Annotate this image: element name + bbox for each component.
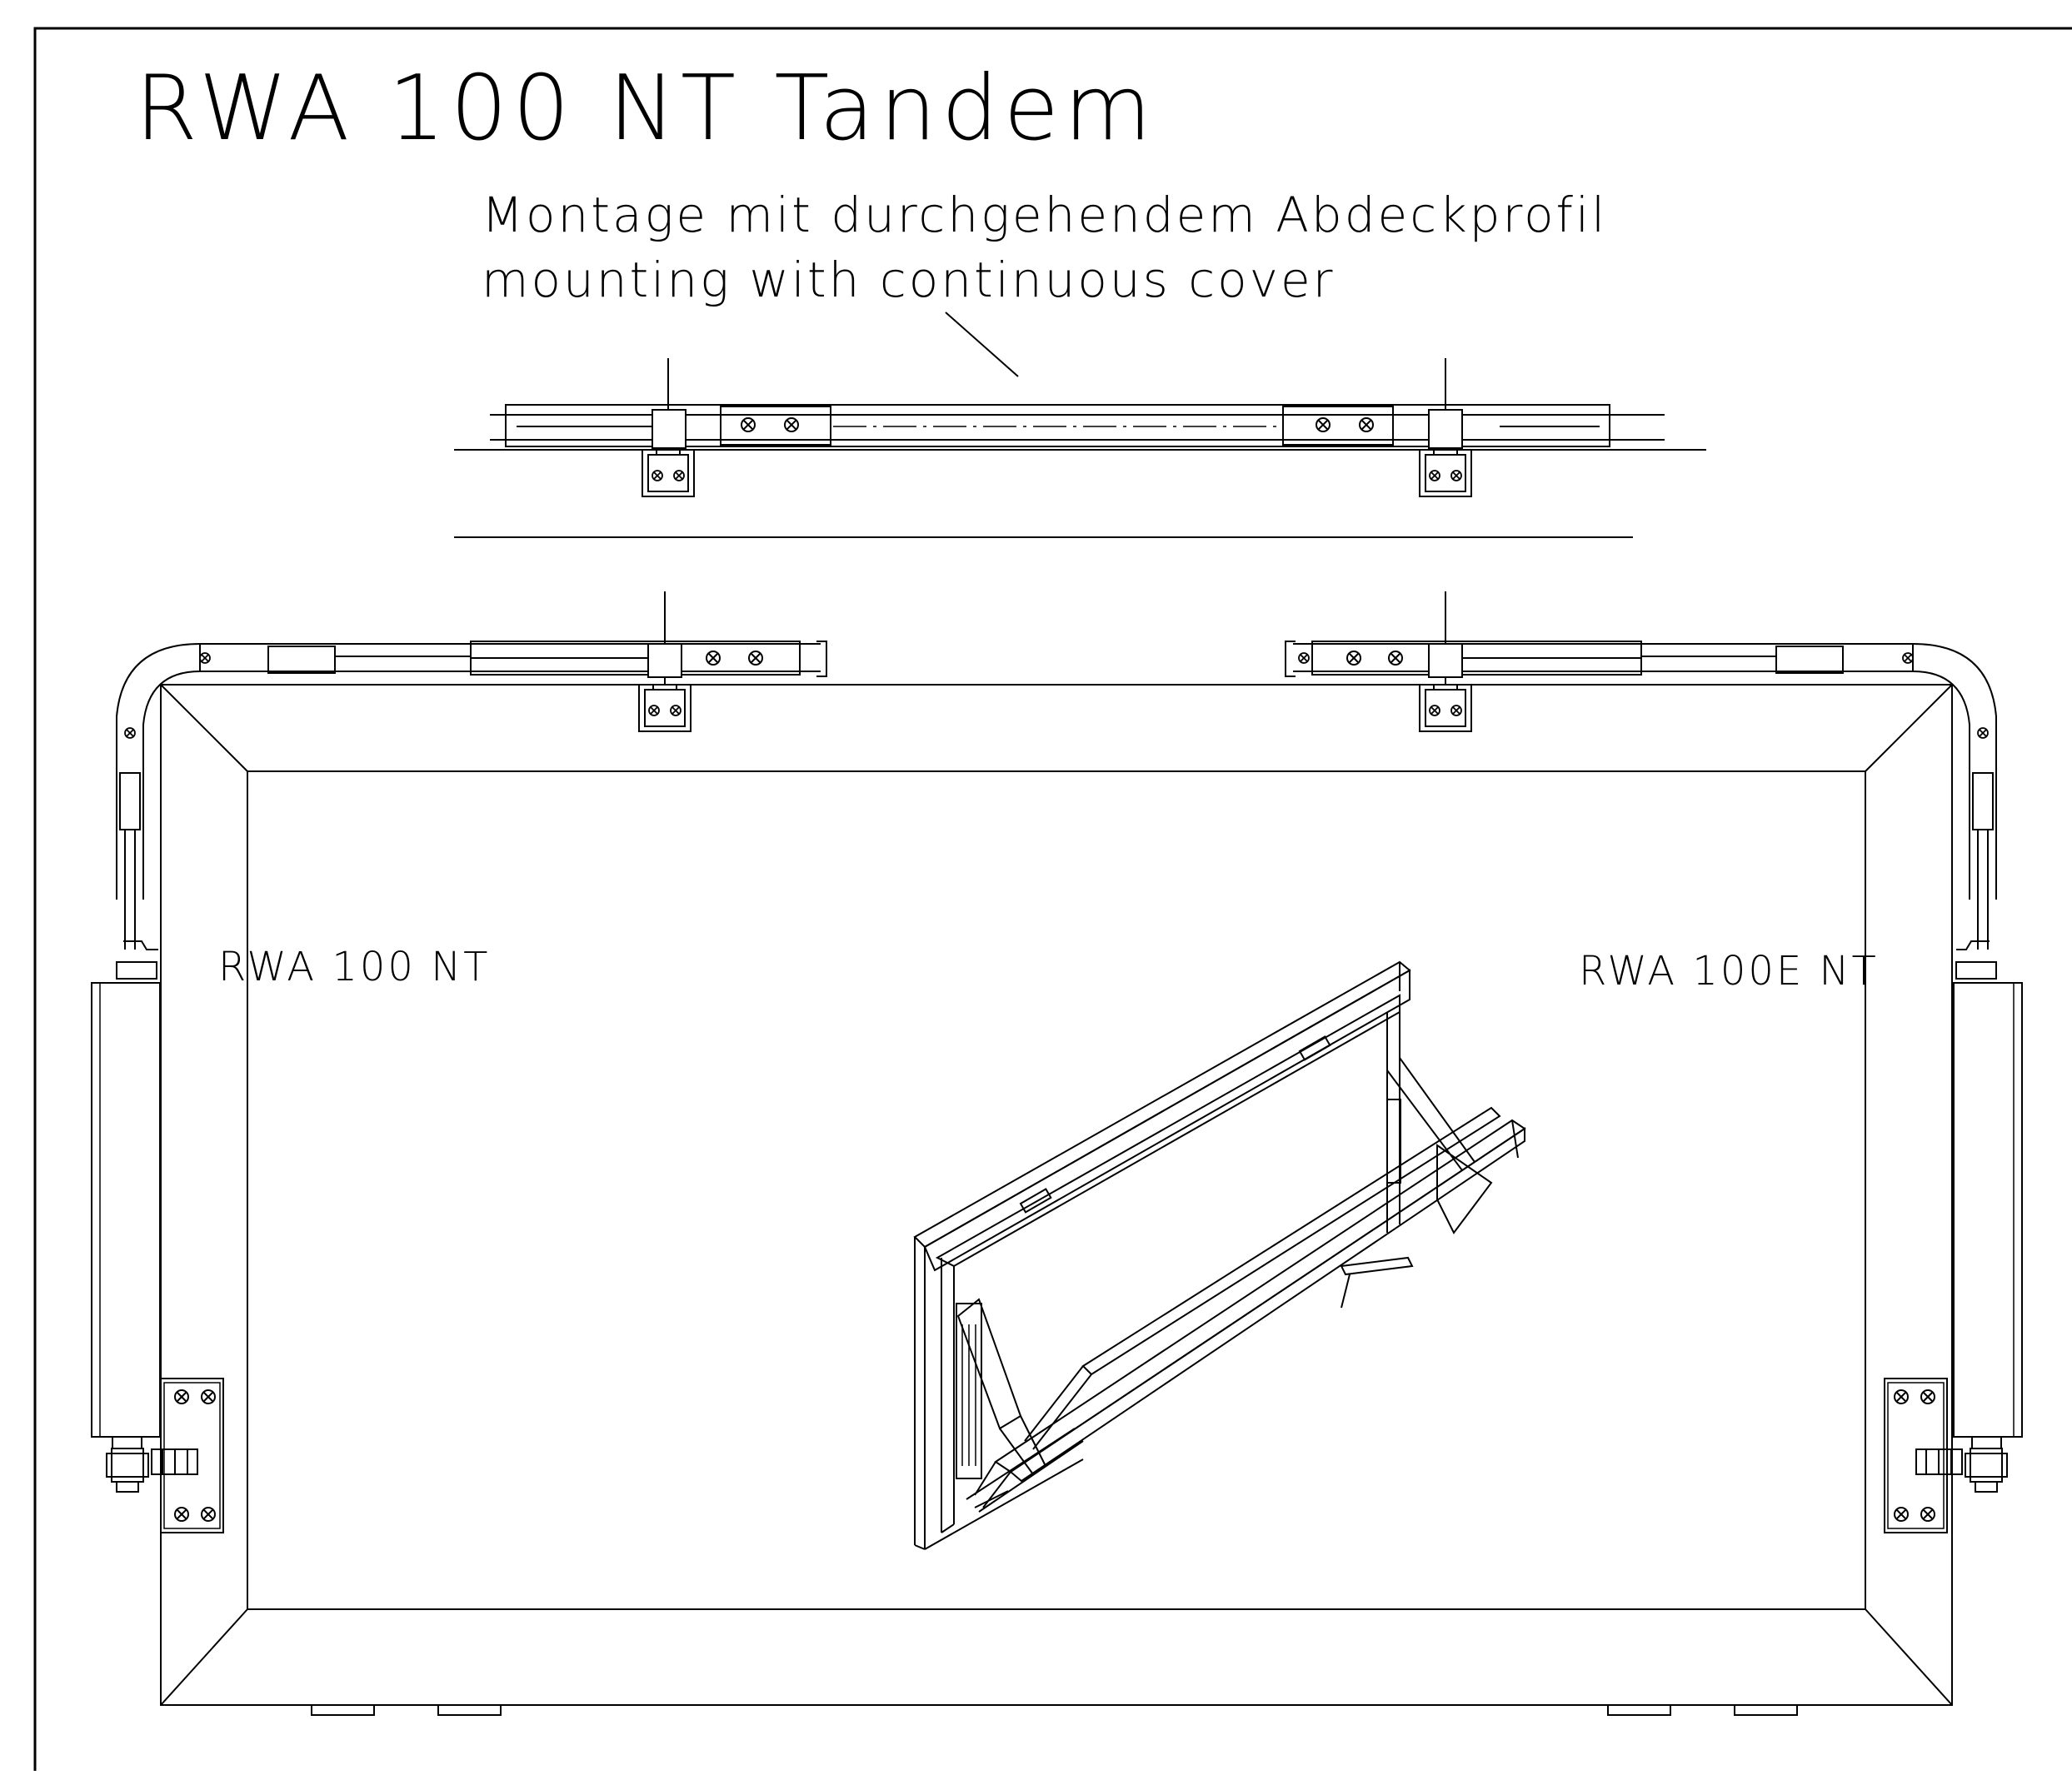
subtitle-german: Montage mit durchgehendem Abdeckprofil: [482, 187, 1607, 243]
drawing-title: RWA 100 NT Tandem: [135, 57, 1156, 161]
label-rwa-100e-nt: RWA 100E NT: [1579, 948, 1879, 995]
motor-left: [91, 982, 224, 1533]
window-elevation: [160, 684, 1953, 1716]
window-isometric-icon: [913, 960, 1526, 1550]
motor-right: [1884, 982, 2023, 1533]
leader-line: [945, 312, 1019, 377]
subtitle-english: mounting with continuous cover: [482, 252, 1336, 308]
detail-continuous-cover: [454, 358, 1706, 538]
label-rwa-100-nt: RWA 100 NT: [218, 944, 490, 990]
sheet-border: [33, 27, 2072, 1775]
chain-guide-top: [116, 591, 1997, 980]
